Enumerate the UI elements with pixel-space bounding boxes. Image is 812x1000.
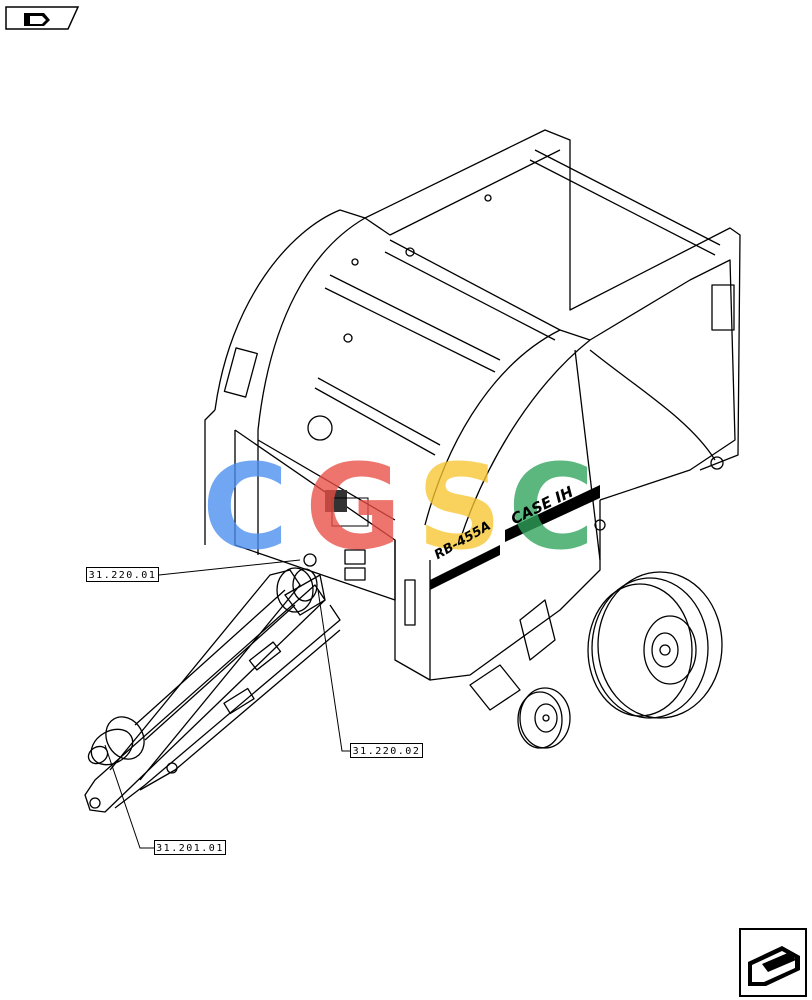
callout-31-220-01[interactable]: 31.220.01 [86, 567, 159, 582]
parts-catalog-flag-icon[interactable] [5, 6, 80, 30]
pto-driveline [87, 567, 326, 766]
watermark-letter-s: S [417, 438, 502, 576]
callout-leaders [104, 559, 350, 849]
baler-body [204, 129, 741, 711]
watermark-letter-c: C [202, 438, 289, 576]
drawbar-hitch [84, 569, 341, 813]
gauge-wheel [517, 687, 571, 749]
callout-31-201-01[interactable]: 31.201.01 [154, 840, 226, 855]
side-decal-panel [325, 485, 600, 590]
callout-31-220-02[interactable]: 31.220.02 [350, 743, 423, 758]
main-wheel [587, 571, 723, 719]
watermark-letter-c2: C [508, 438, 595, 576]
next-page-arrow-icon[interactable] [739, 928, 807, 997]
watermark-letter-g: G [305, 438, 402, 576]
